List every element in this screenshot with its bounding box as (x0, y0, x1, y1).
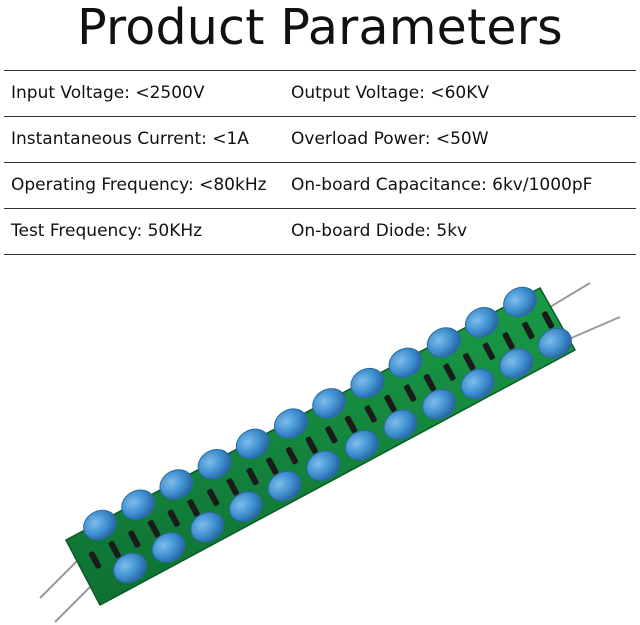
onboard-diode: On-board Diode: 5kv (291, 221, 468, 241)
capacitor-component (422, 389, 456, 420)
capacitor-component (274, 408, 308, 439)
capacitor-component (388, 347, 423, 379)
input-voltage: Input Voltage: <2500V (11, 83, 205, 103)
capacitor-component (426, 327, 461, 358)
capacitor-component (460, 368, 495, 400)
diode-component (364, 405, 377, 423)
diode-component (266, 457, 279, 475)
diode-component (423, 373, 436, 392)
parameter-row: Operating Frequency: <80kHz On-board Cap… (4, 163, 636, 209)
onboard-capacitance: On-board Capacitance: 6kv/1000pF (291, 175, 593, 195)
diode-component (502, 332, 515, 350)
capacitor-row (83, 286, 572, 584)
diode-component (344, 415, 358, 433)
diode-component (147, 520, 161, 538)
parameter-row: Input Voltage: <2500V Output Voltage: <6… (4, 70, 636, 117)
operating-frequency: Operating Frequency: <80kHz (11, 175, 267, 195)
diode-component (108, 540, 121, 559)
diode-component (226, 478, 240, 496)
product-photo (39, 282, 621, 623)
overload-power: Overload Power: <50W (291, 129, 489, 149)
capacitor-component (499, 348, 534, 379)
capacitor-component (344, 430, 379, 461)
parameter-row: Instantaneous Current: <1A Overload Powe… (4, 117, 636, 163)
diode-component (325, 426, 338, 444)
diode-component (463, 353, 476, 371)
diode-component (541, 311, 555, 329)
capacitor-component (464, 307, 499, 338)
diode-component (88, 551, 102, 569)
diode-component (246, 467, 259, 486)
capacitor-component (229, 491, 263, 522)
diode-component (443, 363, 456, 381)
capacitor-component (267, 470, 302, 502)
capacitor-component (197, 448, 232, 480)
diode-component (285, 447, 299, 465)
capacitor-component (190, 511, 225, 543)
diode-component (167, 509, 180, 527)
test-frequency: Test Frequency: 50KHz (11, 221, 203, 241)
capacitor-component (83, 509, 117, 541)
capacitor-component (113, 552, 147, 584)
capacitor-component (121, 489, 156, 520)
instantaneous-current: Instantaneous Current: <1A (11, 129, 249, 149)
diode-row (88, 311, 555, 569)
diode-component (482, 342, 496, 360)
diode-component (384, 394, 397, 413)
capacitor-component (503, 286, 537, 318)
capacitor-component (538, 327, 572, 359)
diode-component (403, 384, 417, 402)
page-title: Product Parameters (77, 0, 563, 56)
parameter-row: Test Frequency: 50KHz On-board Diode: 5k… (4, 209, 636, 255)
diode-component (128, 530, 141, 548)
capacitor-component (159, 469, 194, 500)
parameters-table: Input Voltage: <2500V Output Voltage: <6… (4, 70, 636, 255)
diode-component (305, 436, 318, 454)
diode-component (207, 488, 220, 507)
diode-component (187, 499, 200, 517)
capacitor-component (350, 367, 385, 399)
diode-component (522, 321, 535, 340)
capacitor-component (383, 409, 418, 441)
capacitor-component (235, 428, 270, 460)
capacitor-component (306, 450, 341, 481)
capacitor-component (151, 532, 186, 563)
output-voltage: Output Voltage: <60KV (291, 83, 490, 103)
capacitor-component (312, 388, 346, 419)
